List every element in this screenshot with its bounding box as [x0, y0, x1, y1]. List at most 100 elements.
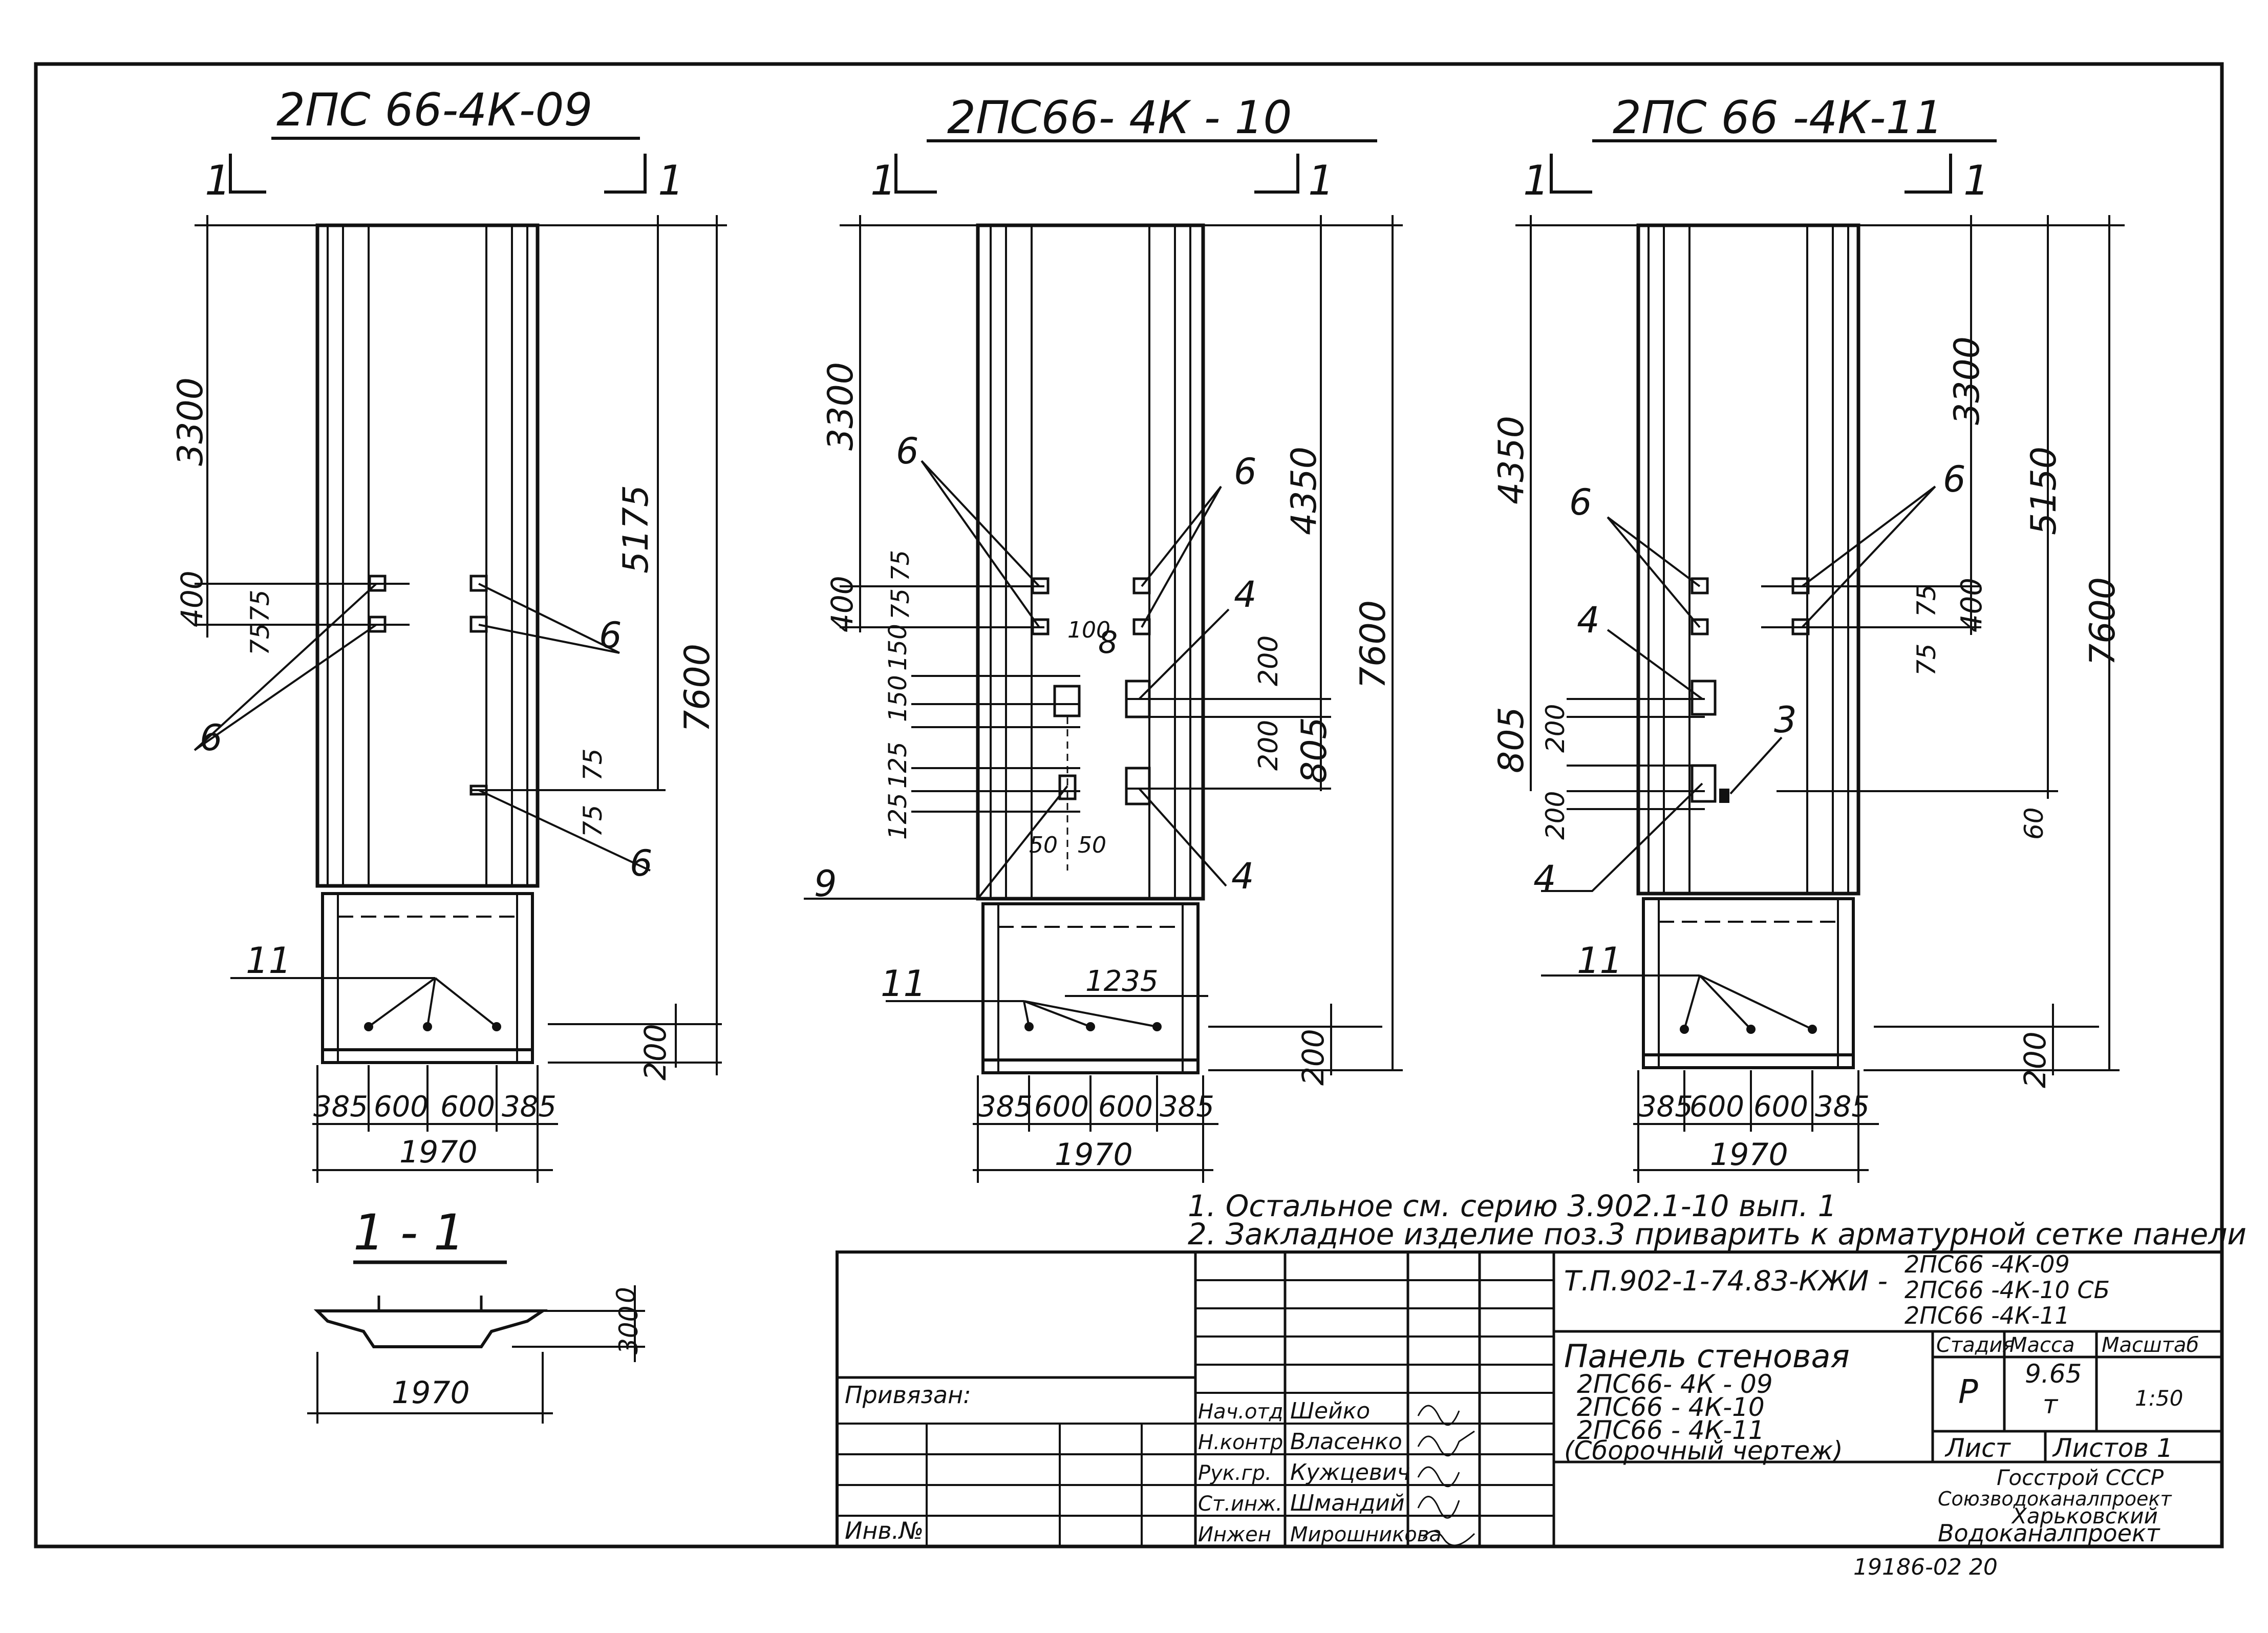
- section-width: 1970: [392, 1375, 470, 1411]
- doc-code-item-1: 2ПС66 -4К-09: [1905, 1250, 2070, 1278]
- note-2: 2. Закладное изделие поз.3 приварить к а…: [1188, 1217, 2246, 1252]
- bottom-dim-4: 385: [502, 1090, 557, 1123]
- staff-role-1: Нач.отд: [1198, 1400, 1283, 1424]
- dim-height-3: 3300: [1947, 336, 1987, 425]
- bottom-dim-2: 600: [374, 1090, 429, 1123]
- scale-value: 1:50: [2135, 1386, 2183, 1411]
- panel-name-2: 2ПС66- 4К - 09: [1577, 1369, 1773, 1399]
- section-mark-right: 1: [1963, 157, 1989, 204]
- section-dim-300: 300: [614, 1306, 644, 1354]
- dim-small-1: 400: [825, 576, 860, 632]
- bottom-width: 1970: [1055, 1137, 1133, 1173]
- doc-code-item-3: 2ПС66 -4К-11: [1905, 1302, 2070, 1329]
- panel-2ps66-4k-09: 2ПС 66-4К-09 1 1: [170, 83, 727, 1183]
- dim-small-2: 75: [245, 589, 275, 622]
- label-6-b: 6: [599, 614, 622, 656]
- mid-dim-1235: 1235: [1085, 965, 1159, 998]
- staff-name-1: Шейко: [1290, 1398, 1370, 1424]
- signature-3: [1417, 1466, 1460, 1488]
- dim-small-3: 75: [886, 588, 915, 620]
- dim-height-1: 3300: [821, 362, 861, 451]
- section-mark-left: 1: [870, 157, 896, 204]
- dim-small-5: 150: [884, 675, 912, 722]
- header-scale: Масштаб: [2102, 1333, 2199, 1357]
- label-4-b: 4: [1231, 855, 1254, 897]
- staff-role-3: Рук.гр.: [1198, 1461, 1272, 1485]
- panel-title: 2ПС 66 -4К-11: [1613, 91, 1943, 144]
- dim-small-8: 100: [1067, 617, 1110, 643]
- dim-small-3: 75: [245, 623, 275, 655]
- dim-height-3: 7600: [677, 644, 718, 732]
- stage-value: Р: [1958, 1373, 1978, 1411]
- section-mark-right: 1: [658, 157, 684, 204]
- section-profile: [313, 1309, 548, 1348]
- signature-4: [1417, 1496, 1460, 1519]
- panel-2ps66-4k-11: 2ПС 66 -4К-11 1 1: [1491, 91, 2125, 1183]
- staff-role-5: Инжен: [1198, 1523, 1271, 1546]
- section-mark-left: 1: [1523, 157, 1549, 204]
- inv-label: Инв.№: [845, 1517, 924, 1544]
- panel-outline: [315, 223, 540, 888]
- panel-name-3: 2ПС66 - 4К-10: [1577, 1392, 1765, 1422]
- bottom-dim-4: 385: [1160, 1090, 1214, 1123]
- dim-height-1: 3300: [170, 377, 211, 466]
- staff-name-2: Власенко: [1290, 1429, 1402, 1455]
- bottom-dim-2: 600: [1689, 1090, 1744, 1123]
- dim-small-4: 400: [1955, 578, 1988, 632]
- note-1: 1. Остальное см. серию 3.902.1-10 вып. 1: [1188, 1189, 1837, 1223]
- mass-unit: т: [2043, 1390, 2059, 1419]
- bottom-dim-2: 600: [1034, 1090, 1089, 1123]
- dim-small-12: 50: [1078, 832, 1106, 858]
- bottom-dim-1: 385: [1638, 1090, 1693, 1123]
- signature-5: [1422, 1530, 1475, 1546]
- bottom-width: 1970: [399, 1134, 478, 1170]
- dim-height-5: 7600: [2083, 577, 2123, 666]
- dim-small-6: 200: [638, 1024, 673, 1080]
- notes: 1. Остальное см. серию 3.902.1-10 вып. 1…: [1188, 1189, 2246, 1252]
- header-stage: Стадия: [1936, 1333, 2015, 1357]
- dim-small-10: 200: [1253, 720, 1284, 771]
- bottom-dim-3: 600: [440, 1090, 495, 1123]
- dim-small-7: 200: [2018, 1031, 2052, 1088]
- label-6-a: 6: [1569, 481, 1592, 523]
- bottom-dim-1: 385: [313, 1090, 368, 1123]
- dim-small-5: 75: [1912, 643, 1941, 676]
- dim-small-11: 50: [1029, 832, 1058, 858]
- staff-role-2: Н.контр: [1198, 1431, 1283, 1454]
- label-8: 8: [1098, 625, 1118, 661]
- dim-small-6: 60: [2019, 807, 2049, 840]
- dim-small-2: 200: [1540, 791, 1570, 840]
- section-dim-0: 0: [611, 1287, 641, 1303]
- panel-name-1: Панель стеновая: [1564, 1338, 1850, 1375]
- dim-height-2: 4350: [1284, 447, 1324, 535]
- dim-height-3: 805: [1294, 717, 1335, 783]
- label-9: 9: [814, 863, 837, 905]
- label-6-b: 6: [1234, 451, 1257, 493]
- bottom-dim-1: 385: [978, 1090, 1033, 1123]
- section-mark-left: 1: [205, 157, 231, 204]
- label-11: 11: [881, 963, 926, 1005]
- bound-label: Привязан:: [845, 1381, 971, 1409]
- bottom-dim-3: 600: [1098, 1090, 1153, 1123]
- dim-height-4: 7600: [1353, 600, 1394, 689]
- dim-small-6: 125: [884, 741, 912, 789]
- label-6-a: 6: [896, 430, 919, 472]
- dim-small-4: 75: [578, 748, 608, 781]
- panel-outline: [976, 223, 1205, 901]
- label-6-a: 6: [200, 717, 223, 759]
- panel-2ps66-4k-10: 2ПС66- 4К - 10 1 1: [804, 91, 1403, 1183]
- dim-small-2: 75: [886, 550, 915, 581]
- staff-name-4: Шмандий: [1290, 1490, 1405, 1516]
- org-line-4: Водоканалпроект: [1938, 1519, 2160, 1547]
- staff-role-4: Ст.инж.: [1198, 1492, 1282, 1516]
- sheet-label: Лист: [1944, 1433, 2012, 1463]
- section-1-1: 1 - 1 0 300 1970: [307, 1204, 645, 1424]
- label-6-b: 6: [1943, 458, 1966, 500]
- dim-small-7: 125: [884, 793, 912, 840]
- panel-title: 2ПС 66-4К-09: [276, 83, 593, 136]
- dim-small-1: 400: [175, 570, 209, 627]
- section-title: 1 - 1: [353, 1204, 465, 1261]
- header-mass: Масса: [2009, 1333, 2075, 1357]
- doc-code: Т.П.902-1-74.83-КЖИ -: [1564, 1265, 1888, 1297]
